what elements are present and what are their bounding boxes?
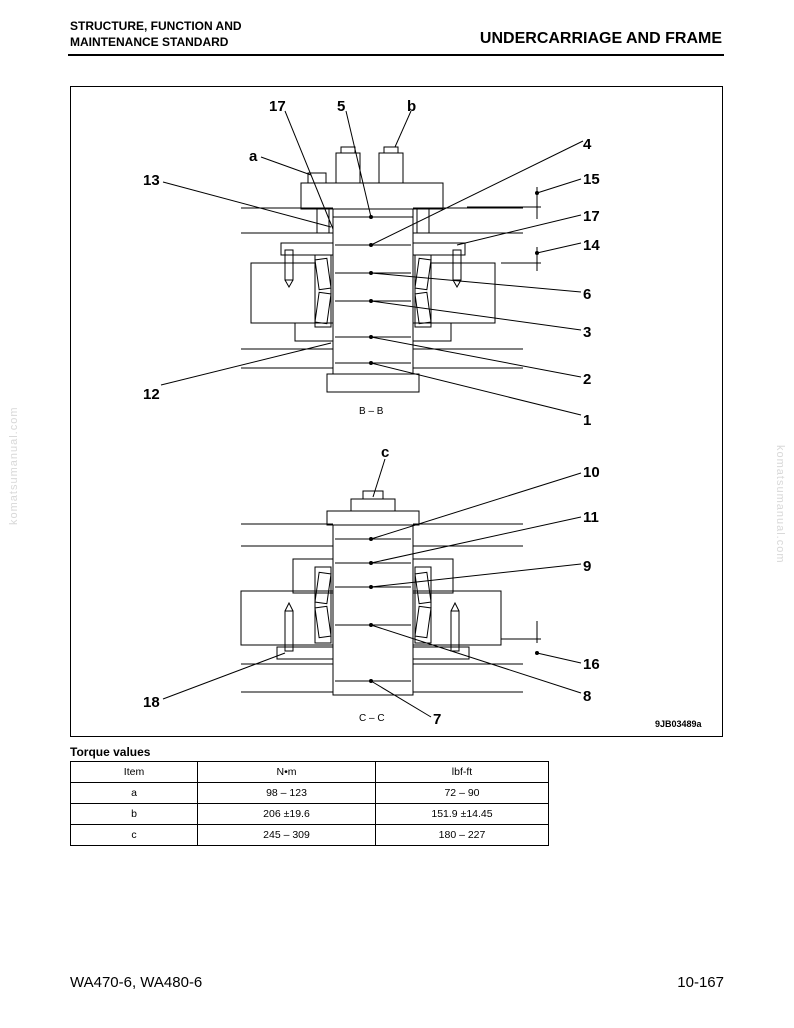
label-15: 15: [583, 171, 600, 188]
label-16: 16: [583, 656, 600, 673]
label-12: 12: [143, 386, 160, 403]
header-rule: [68, 54, 724, 56]
label-8: 8: [583, 688, 591, 705]
header-section-title: STRUCTURE, FUNCTION AND MAINTENANCE STAN…: [70, 18, 242, 50]
label-1: 1: [583, 412, 591, 429]
cell-lbfft: 180 – 227: [375, 824, 549, 846]
cell-nm: 245 – 309: [197, 824, 376, 846]
cell-item: c: [70, 824, 198, 846]
header-title-line1: STRUCTURE, FUNCTION AND: [70, 19, 242, 33]
label-18: 18: [143, 694, 160, 711]
header-title-line2: MAINTENANCE STANDARD: [70, 35, 229, 49]
section-label-bb: B – B: [359, 406, 384, 417]
label-17-right: 17: [583, 208, 600, 225]
torque-values-table: Item N•m lbf-ft a 98 – 123 72 – 90 b 206…: [70, 761, 549, 846]
watermark-right: komatsumanual.com: [774, 445, 786, 564]
figure-id: 9JB03489a: [655, 719, 703, 729]
section-label-cc: C – C: [359, 713, 385, 724]
torque-values-title: Torque values: [70, 745, 151, 759]
table-row: c 245 – 309 180 – 227: [70, 824, 549, 846]
table-row: a 98 – 123 72 – 90: [70, 782, 549, 804]
cell-lbfft: 151.9 ±14.45: [375, 803, 549, 825]
cell-item: b: [70, 803, 198, 825]
cell-item: a: [70, 782, 198, 804]
label-b: b: [407, 98, 416, 115]
label-11: 11: [583, 509, 599, 526]
label-4: 4: [583, 136, 592, 153]
label-13: 13: [143, 172, 160, 189]
col-item-header: Item: [70, 761, 198, 783]
label-3: 3: [583, 324, 591, 341]
table-header-row: Item N•m lbf-ft: [70, 761, 549, 783]
technical-drawing: 17 5 b a 13 4 15 17 14 6 3 2 12 1 B – B …: [70, 86, 723, 737]
footer-model: WA470-6, WA480-6: [70, 974, 203, 991]
header-chapter-title: UNDERCARRIAGE AND FRAME: [479, 30, 722, 47]
label-14: 14: [583, 237, 600, 254]
col-nm-header: N•m: [197, 761, 376, 783]
label-2: 2: [583, 371, 591, 388]
label-7: 7: [433, 711, 441, 728]
cell-lbfft: 72 – 90: [375, 782, 549, 804]
center-hinge-drawing: 17 5 b a 13 4 15 17 14 6 3 2 12 1 B – B …: [143, 98, 703, 729]
label-a: a: [249, 148, 258, 165]
label-10: 10: [583, 464, 600, 481]
footer-page-number: 10-167: [677, 974, 724, 991]
label-6: 6: [583, 286, 591, 303]
watermark-left: komatsumanual.com: [8, 406, 20, 526]
label-5: 5: [337, 98, 345, 115]
table-row: b 206 ±19.6 151.9 ±14.45: [70, 803, 549, 825]
label-c: c: [381, 444, 389, 461]
label-17-top: 17: [269, 98, 286, 115]
label-9: 9: [583, 558, 591, 575]
cell-nm: 206 ±19.6: [197, 803, 376, 825]
col-lbfft-header: lbf-ft: [375, 761, 549, 783]
cell-nm: 98 – 123: [197, 782, 376, 804]
